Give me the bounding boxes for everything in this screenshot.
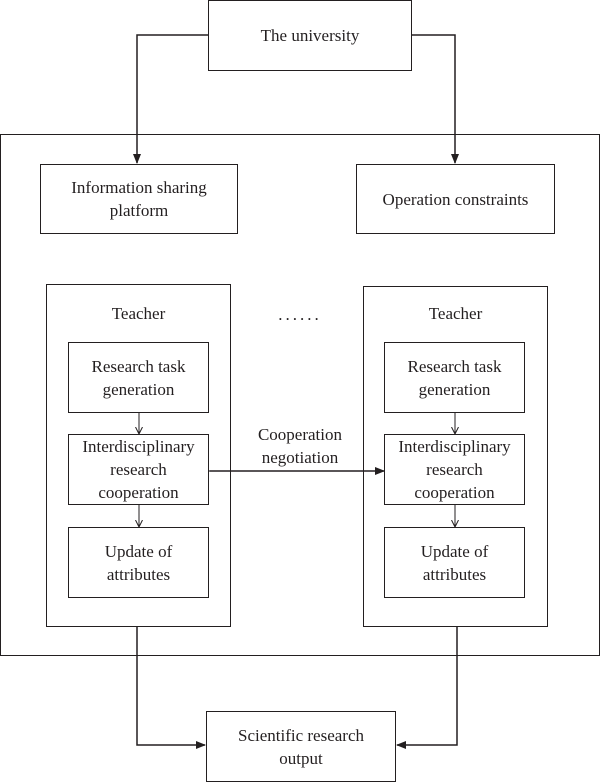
university-box: The university <box>208 0 412 71</box>
right-teacher-title: Teacher <box>428 304 483 323</box>
info-sharing-platform-box: Information sharing platform <box>40 164 238 234</box>
left-research-task-box: Research task generation <box>68 342 209 413</box>
scientific-output-box: Scientific research output <box>206 711 396 782</box>
right-teacher-panel <box>363 286 548 627</box>
cooperation-negotiation-label: Cooperation negotiation <box>257 425 343 467</box>
right-cooperation-box: Interdisciplinary research cooperation <box>384 434 525 505</box>
arrow-university-to-constraints <box>412 34 459 164</box>
right-update-box: Update of attributes <box>384 527 525 598</box>
arrow-university-to-platform <box>133 34 208 164</box>
left-update-box: Update of attributes <box>68 527 209 598</box>
left-cooperation-box: Interdisciplinary research cooperation <box>68 434 209 505</box>
left-teacher-title: Teacher <box>111 304 166 323</box>
ellipsis: ...... <box>278 305 322 324</box>
arrow-right-to-output <box>396 627 458 749</box>
left-teacher-panel <box>46 284 231 627</box>
right-research-task-box: Research task generation <box>384 342 525 413</box>
arrow-left-to-output <box>136 627 206 749</box>
operation-constraints-box: Operation constraints <box>356 164 555 234</box>
